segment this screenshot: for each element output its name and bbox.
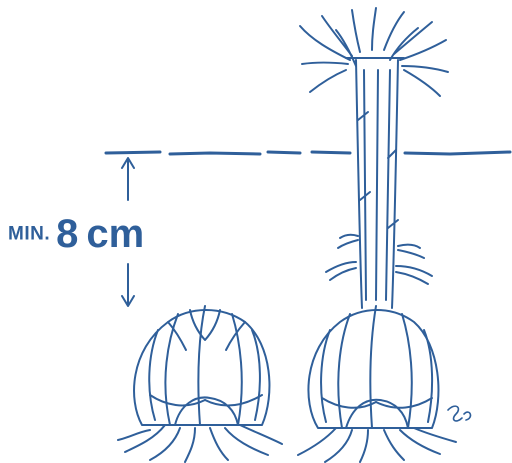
- depth-unit: cm: [86, 212, 144, 256]
- depth-prefix: MIN.: [8, 224, 50, 245]
- bulb-unsprouted: [118, 306, 282, 462]
- arrow-down-icon: [122, 264, 134, 306]
- soil-level-line: [106, 152, 510, 154]
- signature-mark: [448, 406, 470, 421]
- depth-value: 8: [56, 212, 78, 256]
- bulb-sprouted: [298, 8, 456, 462]
- depth-annotation: MIN. 8cm: [8, 214, 144, 254]
- arrow-up-icon: [122, 158, 134, 200]
